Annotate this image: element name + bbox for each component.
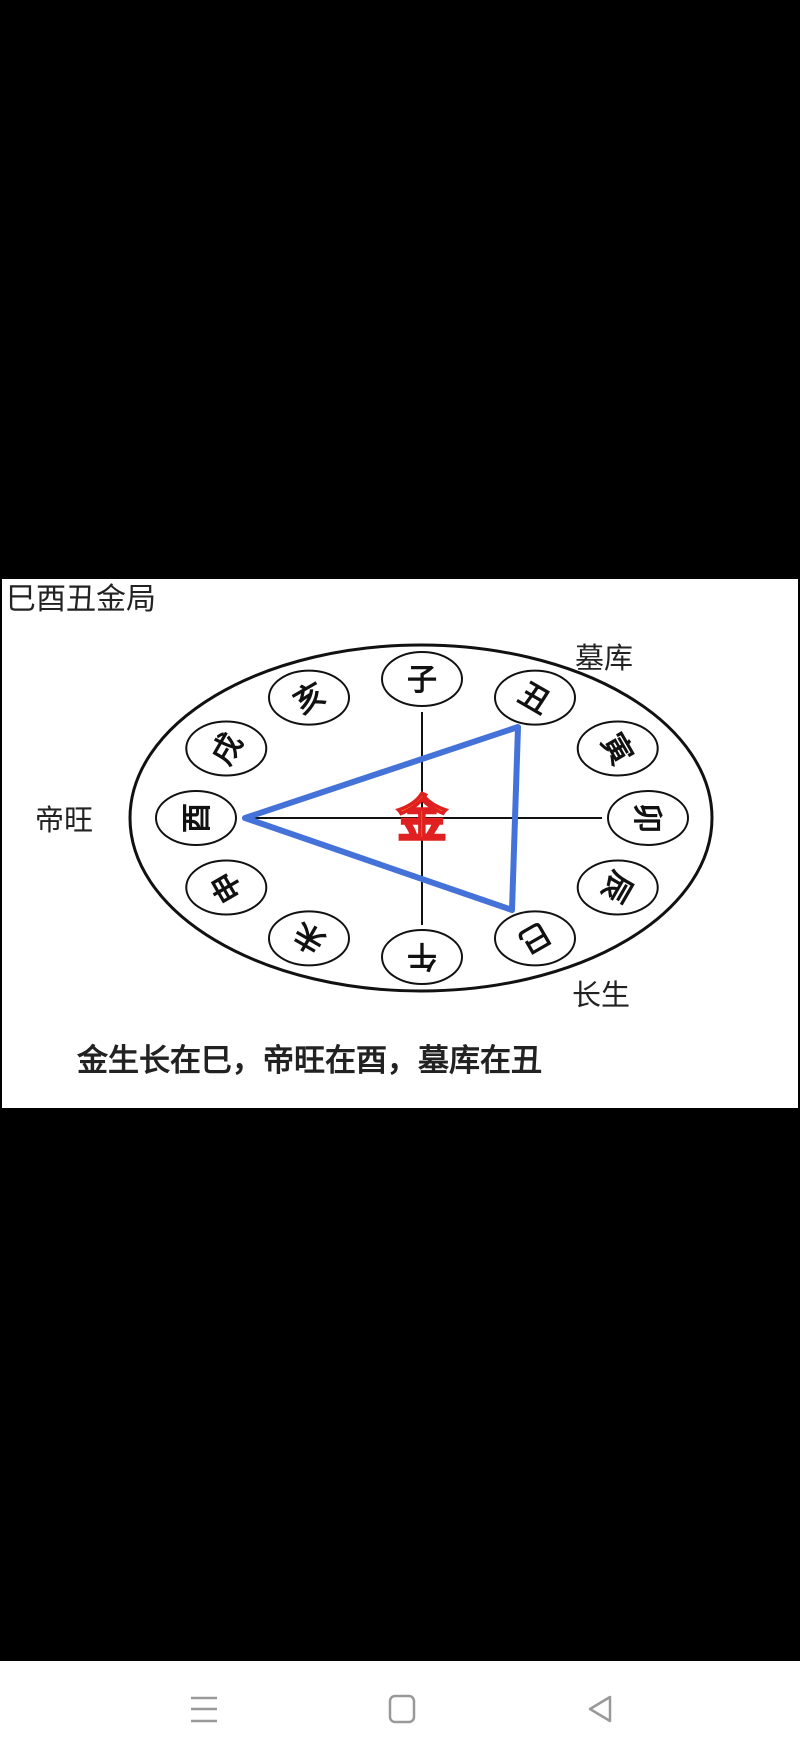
triangle-si-you-chou [242, 724, 521, 913]
diagram-image: 巳酉丑金局 子 丑寅卯辰巳 午 未申酉戌亥 金 墓库 帝旺 长生 金生长在巳，帝旺在酉… [2, 579, 798, 1108]
outer-ring [128, 643, 714, 993]
label-peak: 帝旺 [35, 803, 93, 837]
branch-4: 辰 [576, 859, 659, 916]
branch-circle [268, 910, 350, 967]
branch-3: 卯 [607, 790, 689, 846]
branch-0: 子 [381, 651, 463, 707]
menu-icon [191, 1696, 217, 1723]
home-icon [388, 1694, 416, 1724]
center-element-metal: 金 [397, 790, 448, 848]
branch-circle [494, 910, 576, 967]
branch-6: 午 [381, 929, 463, 985]
branch-circle [494, 669, 576, 726]
branch-circle [381, 651, 463, 707]
system-nav-bar [0, 1661, 800, 1759]
back-icon [588, 1695, 612, 1723]
branch-8: 申 [185, 859, 268, 916]
back-button[interactable] [580, 1689, 620, 1729]
branch-circle [155, 790, 237, 846]
branch-label: 午 [407, 938, 437, 973]
branch-circle [576, 720, 659, 777]
branch-1: 丑 [494, 669, 576, 726]
diagram-title: 巳酉丑金局 [6, 582, 156, 617]
home-button[interactable] [382, 1689, 422, 1729]
menu-button[interactable] [184, 1689, 224, 1729]
branch-circle [381, 929, 463, 985]
branch-label: 酉 [180, 803, 215, 833]
branch-circle [185, 720, 268, 777]
caption: 金生长在巳，帝旺在酉，墓库在丑 [76, 1043, 542, 1079]
label-tomb: 墓库 [575, 641, 633, 675]
branch-5: 巳 [494, 910, 576, 967]
branch-7: 未 [268, 910, 350, 967]
branch-2: 寅 [576, 720, 659, 777]
branch-label: 卯 [629, 803, 664, 833]
branch-10: 戌 [185, 720, 268, 777]
label-birth: 长生 [572, 978, 630, 1012]
branch-label: 子 [407, 663, 437, 698]
branch-9: 酉 [155, 790, 237, 846]
branch-circle [576, 859, 659, 916]
branch-11: 亥 [268, 669, 350, 726]
branch-circle [185, 859, 268, 916]
branch-circle [268, 669, 350, 726]
branch-circle [607, 790, 689, 846]
